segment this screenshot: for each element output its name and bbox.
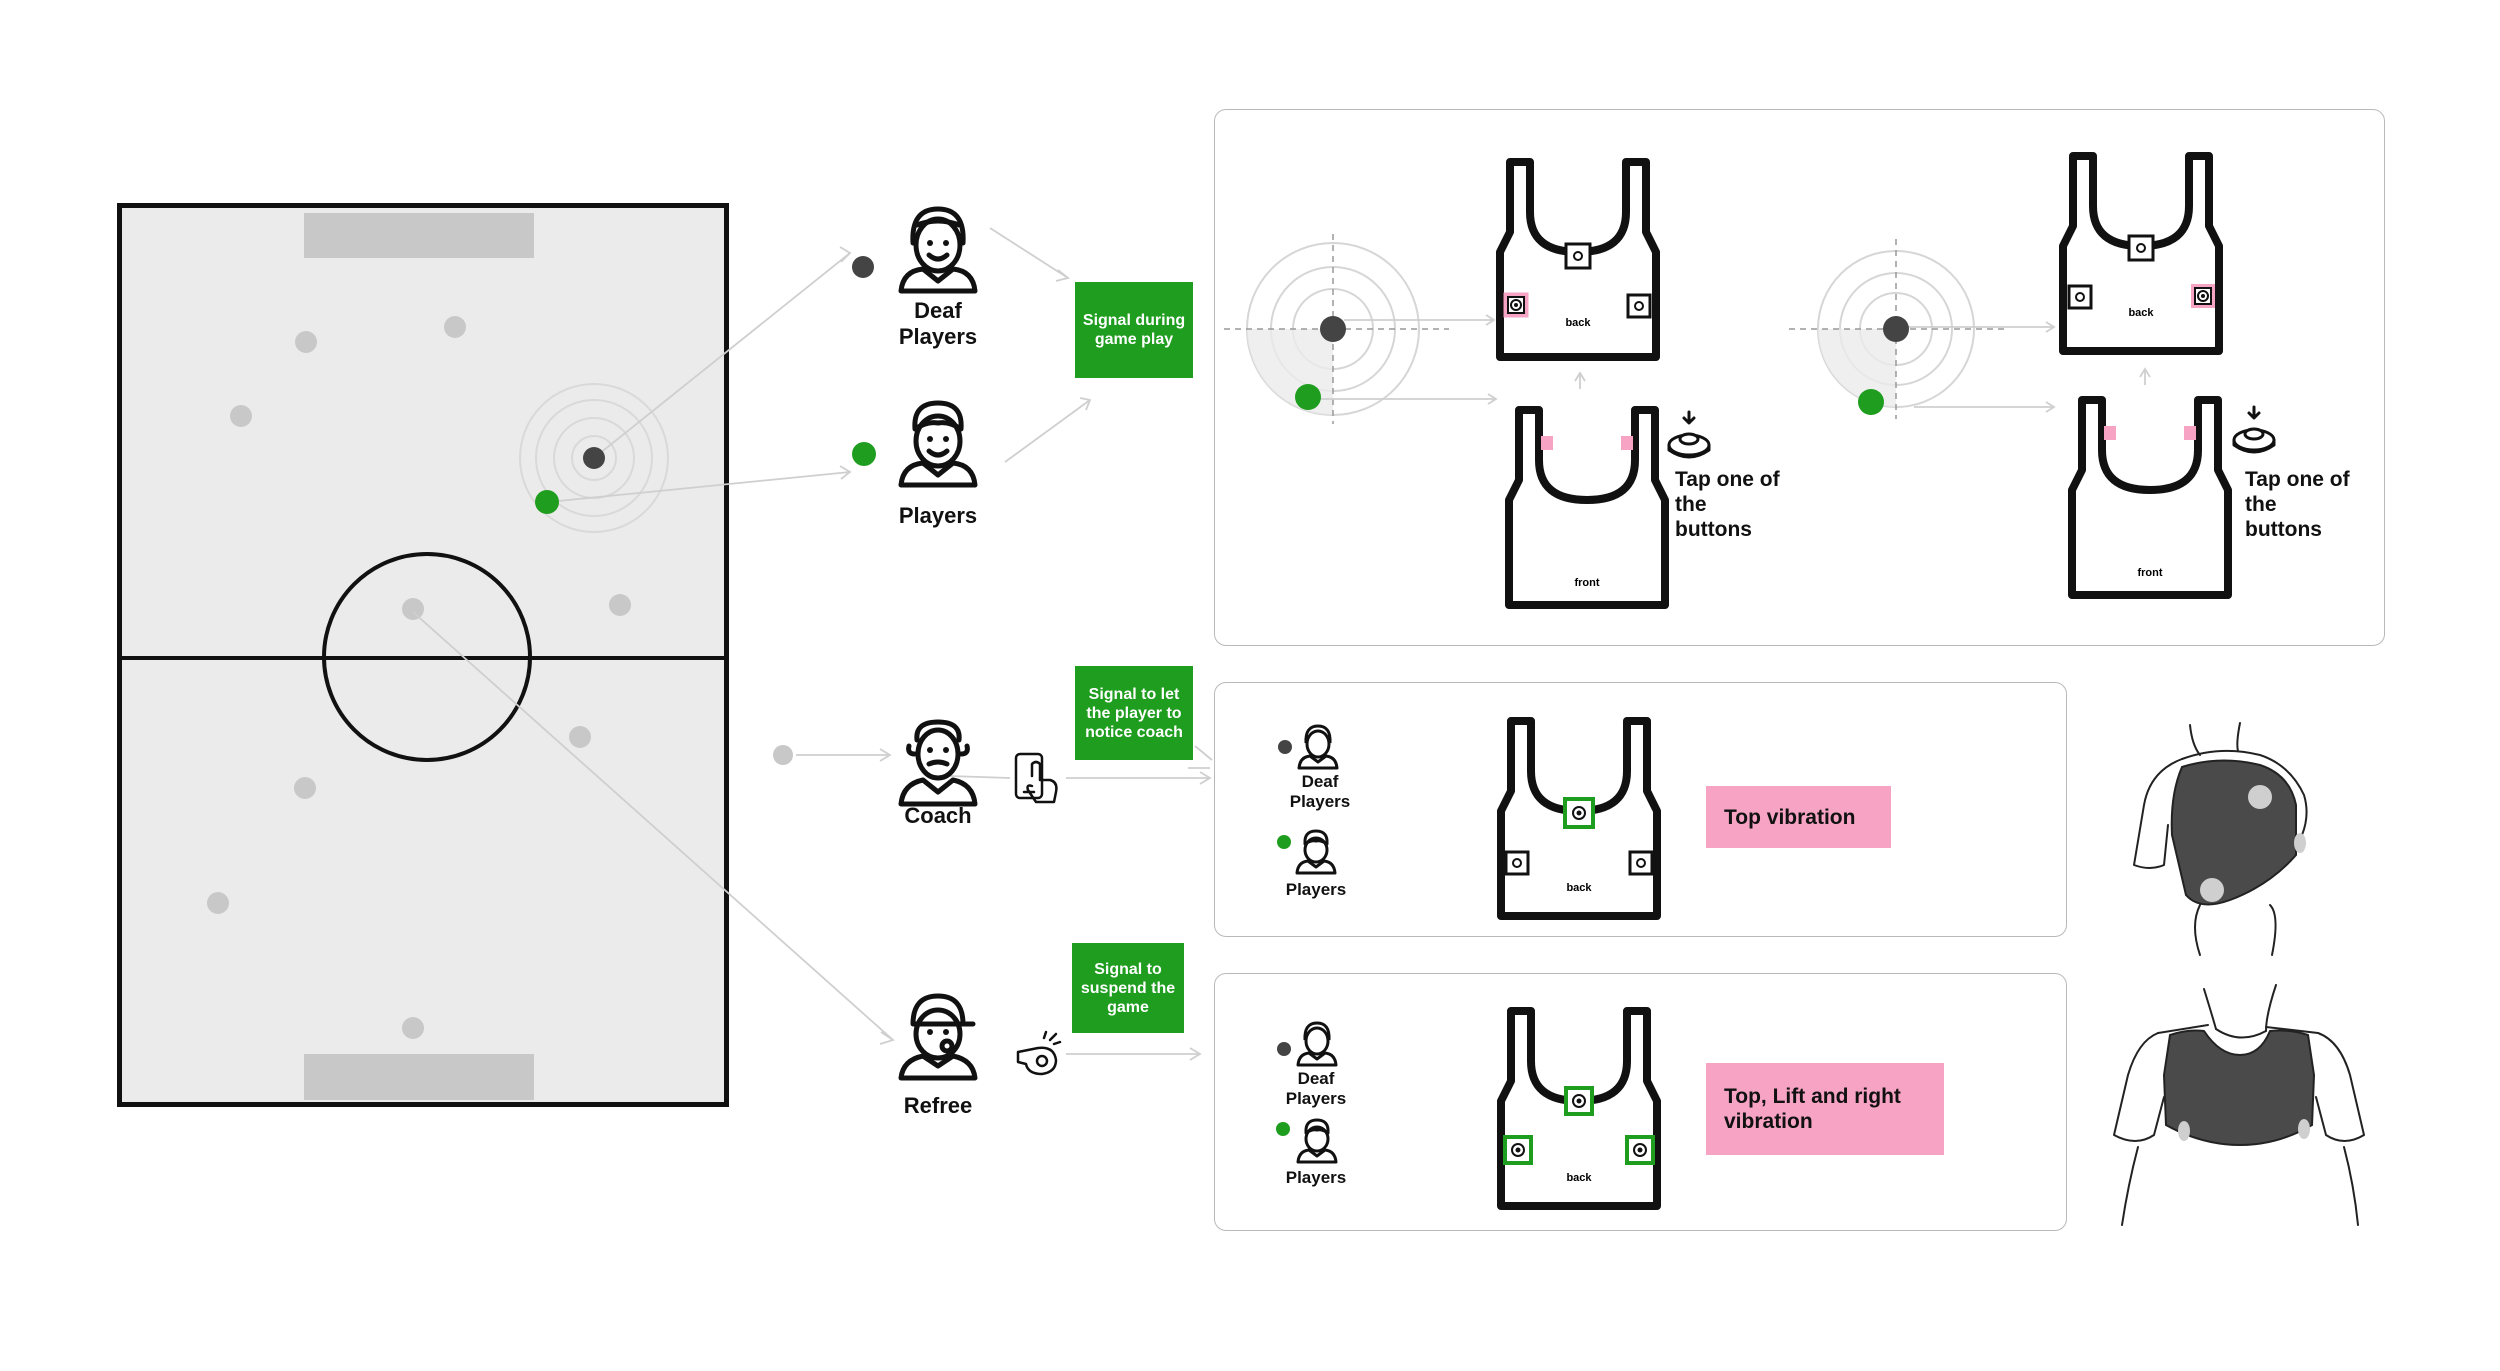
players-label: Players — [1285, 880, 1347, 899]
deaf-player-icon — [898, 206, 978, 294]
deaf-player-dot — [1320, 316, 1346, 342]
player-icon — [898, 400, 978, 488]
vest-back-label: back — [1566, 882, 1592, 894]
player-dot — [1276, 1122, 1290, 1136]
vest-back-label: back — [1566, 1172, 1592, 1184]
signal-game-play-box: Signal during game play — [1075, 282, 1193, 378]
deaf-player-dot — [1883, 316, 1909, 342]
tap-button-icon — [2232, 405, 2276, 454]
vest-icon: back — [1500, 152, 1660, 362]
field-player-dot — [402, 598, 424, 620]
coach-label: Coach — [904, 803, 972, 828]
deaf-players-label: Deaf Players — [898, 298, 978, 349]
shoulder-vest-illustration — [2133, 722, 2308, 956]
goal-bottom — [304, 1054, 534, 1100]
referee-icon — [898, 993, 978, 1081]
coach-dot — [773, 745, 793, 765]
field-player-dot — [230, 405, 252, 427]
vest-front-label: front — [2137, 567, 2162, 579]
whistle-icon — [1016, 1030, 1062, 1076]
vest-icon: front — [2072, 390, 2232, 600]
tap-instruction: Tap one of the buttons — [2245, 468, 2350, 541]
deaf-players-label: Deaf Players — [1289, 772, 1351, 811]
referee-label: Refree — [903, 1093, 973, 1118]
goal-top — [304, 213, 534, 258]
deaf-player-icon — [1296, 1021, 1338, 1067]
field-player-dot — [402, 1017, 424, 1039]
center-circle — [322, 552, 532, 762]
field-player-dot — [207, 892, 229, 914]
deaf-player-dot — [1278, 740, 1292, 754]
deaf-players-label: Deaf Players — [1285, 1069, 1347, 1108]
coach-icon — [898, 719, 978, 807]
top-left-right-vibration-label: Top, Lift and right vibration — [1706, 1063, 1944, 1155]
player-dot — [1858, 389, 1884, 415]
player-icon — [1295, 829, 1337, 875]
player-dot — [1295, 384, 1321, 410]
players-label: Players — [898, 503, 978, 528]
field-player-dot — [609, 594, 631, 616]
signal-notice-coach-box: Signal to let the player to notice coach — [1075, 666, 1193, 760]
vest-icon: back — [1501, 711, 1661, 921]
soccer-field — [117, 203, 729, 1107]
deaf-player-dot-on-field — [583, 447, 605, 469]
vest-back-label: back — [1565, 317, 1591, 329]
player-dot — [852, 442, 876, 466]
player-dot-on-field — [535, 490, 559, 514]
players-label: Players — [1285, 1168, 1347, 1187]
vest-icon: back — [1501, 1001, 1661, 1211]
deaf-player-dot — [852, 256, 874, 278]
field-player-dot — [295, 331, 317, 353]
vest-icon: back — [2063, 146, 2223, 356]
field-player-dot — [294, 777, 316, 799]
deaf-player-icon — [1297, 724, 1339, 770]
deaf-player-dot — [1277, 1042, 1291, 1056]
tap-instruction: Tap one of the buttons — [1675, 468, 1780, 541]
vest-front-label: front — [1574, 577, 1599, 589]
field-player-dot — [569, 726, 591, 748]
phone-tap-icon — [1014, 752, 1058, 804]
vest-icon: front — [1509, 400, 1669, 610]
player-icon — [1296, 1118, 1338, 1164]
tap-button-icon — [1667, 410, 1711, 459]
top-vibration-label: Top vibration — [1706, 786, 1891, 848]
signal-suspend-box: Signal to suspend the game — [1072, 943, 1184, 1033]
shoulder-vest-illustration — [2113, 984, 2365, 1226]
vest-back-label: back — [2128, 307, 2154, 319]
field-player-dot — [444, 316, 466, 338]
player-dot — [1277, 835, 1291, 849]
